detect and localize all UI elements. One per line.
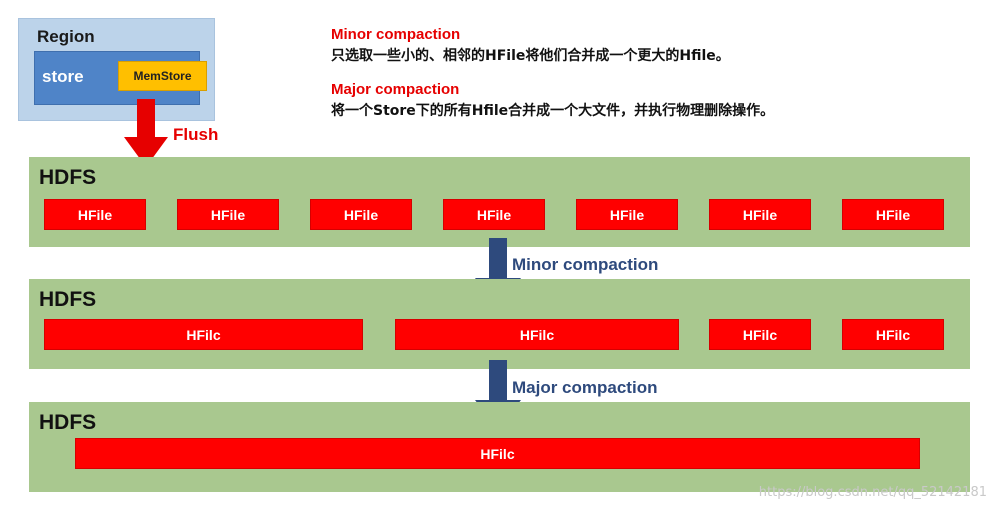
memstore-box: MemStore <box>118 61 207 91</box>
minor-compaction-desc: 只选取一些小的、相邻的HFile将他们合并成一个更大的Hfile。 <box>331 48 730 64</box>
hdfs-band-2: HDFS HFilc HFilc HFilc HFilc <box>29 279 970 369</box>
minor-compaction-title: Minor compaction <box>331 26 461 43</box>
region-title: Region <box>37 27 95 46</box>
hfile-block: HFilc <box>75 438 920 469</box>
hfile-block: HFile <box>44 199 146 230</box>
hdfs-label: HDFS <box>39 288 97 311</box>
store-box: store MemStore <box>34 51 207 105</box>
minor-compaction-label: Minor compaction <box>512 255 659 274</box>
hfile-block: HFilc <box>44 319 363 350</box>
hfile-block: HFile <box>709 199 811 230</box>
hdfs-band-1: HDFS HFile HFile HFile HFile HFile HFile… <box>29 157 970 247</box>
hdfs-label: HDFS <box>39 166 97 189</box>
major-compaction-label: Major compaction <box>512 378 658 397</box>
hfile-block: HFilc <box>842 319 944 350</box>
hfile-block: HFilc <box>709 319 811 350</box>
hfile-block: HFile <box>842 199 944 230</box>
watermark: https://blog.csdn.net/qq_52142181 <box>758 485 987 500</box>
major-compaction-desc: 将一个Store下的所有Hfile合并成一个大文件，并执行物理删除操作。 <box>331 103 775 119</box>
hfile-block: HFilc <box>395 319 679 350</box>
hfile-block: HFile <box>177 199 279 230</box>
hdfs-label: HDFS <box>39 411 97 434</box>
hdfs-band-3: HDFS HFilc <box>29 402 970 492</box>
region-box: Region store MemStore <box>18 18 215 121</box>
major-compaction-title: Major compaction <box>331 81 460 98</box>
hfile-block: HFile <box>576 199 678 230</box>
hfile-block: HFile <box>310 199 412 230</box>
flush-label: Flush <box>173 125 219 144</box>
flush-arrow-icon <box>124 99 168 167</box>
hfile-block: HFile <box>443 199 545 230</box>
store-label: store <box>42 67 84 86</box>
